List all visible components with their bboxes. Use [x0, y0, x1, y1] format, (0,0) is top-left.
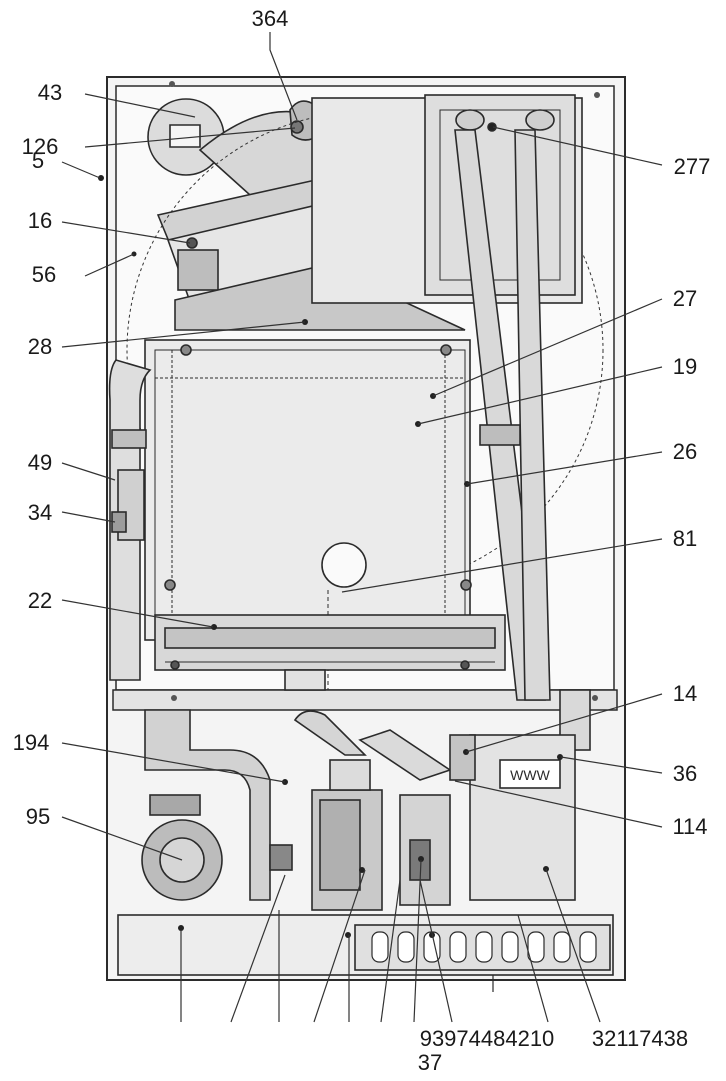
label-126: 126 — [22, 134, 59, 159]
svg-text:WWW: WWW — [510, 767, 550, 783]
label-34: 34 — [28, 500, 52, 525]
label-22: 22 — [28, 588, 52, 613]
label-27: 27 — [673, 286, 697, 311]
right-return-pipes — [454, 129, 591, 751]
label-5: 5 — [32, 148, 44, 173]
label-95: 95 — [26, 804, 50, 829]
label-14: 14 — [673, 681, 697, 706]
label-43: 43 — [38, 80, 62, 105]
label-93974484210: 93974484210 — [420, 1026, 555, 1051]
burner-bar — [154, 614, 506, 691]
label-81: 81 — [673, 526, 697, 551]
heat-exchanger — [311, 94, 583, 304]
label-37: 37 — [418, 1050, 442, 1075]
label-114: 114 — [672, 814, 707, 839]
label-16: 16 — [28, 208, 52, 233]
label-28: 28 — [28, 334, 52, 359]
label-36: 36 — [673, 761, 697, 786]
label-19: 19 — [673, 354, 697, 379]
label-32117438: 32117438 — [592, 1026, 688, 1051]
label-364: 364 — [252, 6, 289, 31]
leader-lines — [61, 32, 663, 1023]
callout-labels: 364 43 126 5 16 56 28 49 34 22 194 95 27… — [13, 6, 711, 1075]
label-194: 194 — [13, 730, 50, 755]
label-49: 49 — [28, 450, 52, 475]
left-flow-pipes — [98, 175, 152, 681]
label-56: 56 — [32, 262, 56, 287]
combustion-chamber — [144, 319, 472, 690]
label-26: 26 — [673, 439, 697, 464]
control-panel — [117, 914, 614, 992]
label-277: 277 — [674, 154, 711, 179]
expansion-vessel: WWW — [449, 734, 576, 901]
gas-valve — [293, 710, 383, 911]
